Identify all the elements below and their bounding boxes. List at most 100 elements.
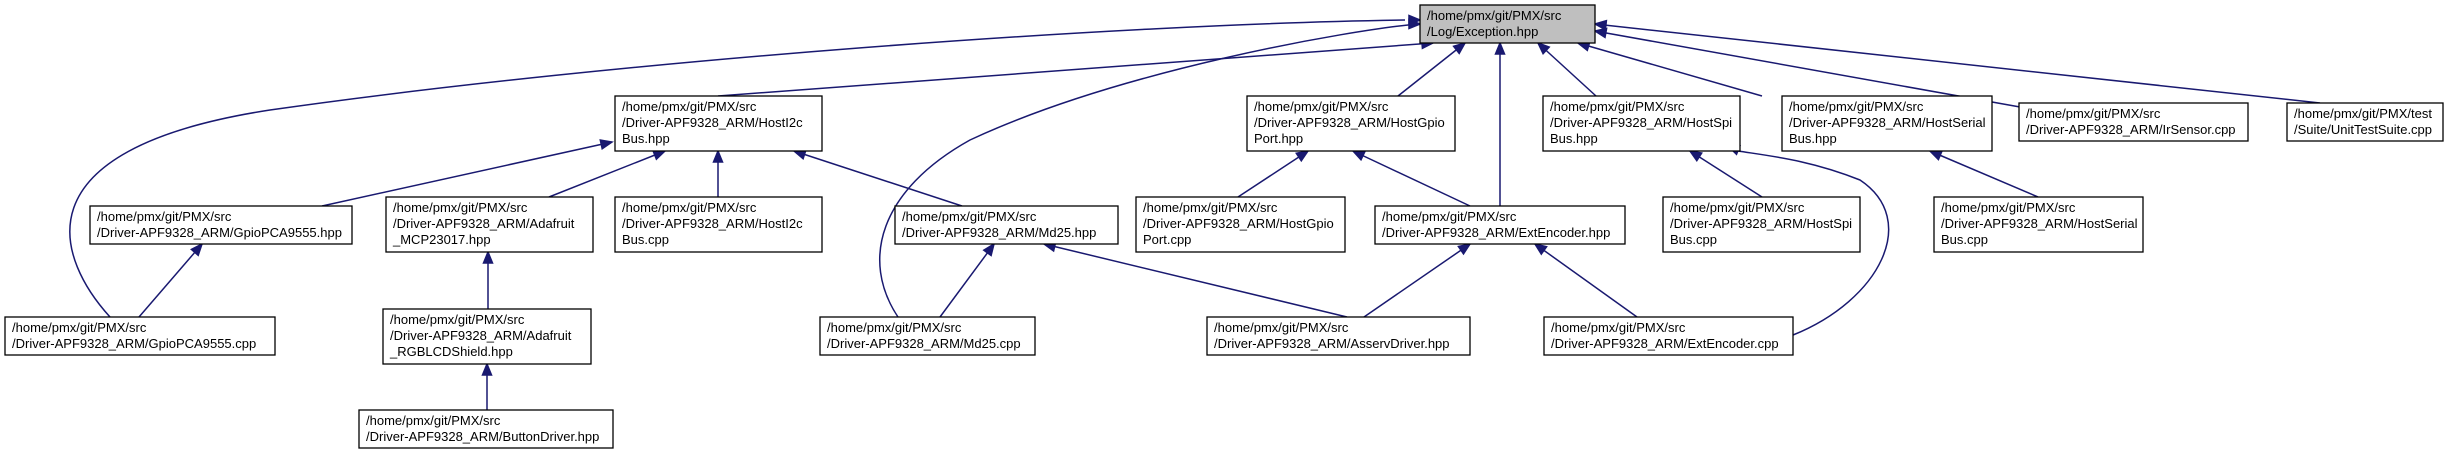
node-extencoder-cpp[interactable]: /home/pmx/git/PMX/src/Driver-APF9328_ARM…	[1543, 316, 1794, 356]
node-box	[1543, 316, 1794, 356]
node-adafruit-mcp-hpp[interactable]: /home/pmx/git/PMX/src/Driver-APF9328_ARM…	[385, 196, 594, 253]
node-label-line: /Suite/UnitTestSuite.cpp	[2294, 122, 2432, 137]
edge-gpiopca9555_cpp-to-exception	[69, 14, 1422, 318]
arrowhead	[1593, 19, 1608, 31]
node-label-line: /Driver-APF9328_ARM/GpioPCA9555.hpp	[97, 225, 342, 240]
node-box	[1542, 95, 1741, 152]
node-box	[358, 409, 614, 449]
arrowhead	[1494, 41, 1506, 55]
edge-line	[1737, 150, 1890, 336]
node-label-line: /home/pmx/git/PMX/src	[390, 312, 525, 327]
edge-line	[793, 150, 963, 207]
node-label-line: /home/pmx/git/PMX/src	[2026, 106, 2161, 121]
edge-unittestsuite_cpp-to-exception	[1593, 19, 2321, 104]
node-label-line: /home/pmx/git/PMX/src	[827, 320, 962, 335]
node-box	[89, 205, 353, 245]
node-label-line: /Driver-APF9328_ARM/ButtonDriver.hpp	[366, 429, 599, 444]
node-md25-cpp[interactable]: /home/pmx/git/PMX/src/Driver-APF9328_ARM…	[819, 316, 1036, 356]
edge-buttondriver_hpp-to-adafruit_rgb_hpp	[481, 362, 493, 410]
edge-line	[878, 23, 1419, 318]
node-hostgpio-hpp[interactable]: /home/pmx/git/PMX/src/Driver-APF9328_ARM…	[1246, 95, 1456, 152]
arrowhead	[1688, 149, 1703, 163]
node-label-line: /Driver-APF9328_ARM/Adafruit	[393, 216, 575, 231]
edge-md25_cpp-to-md25_hpp	[939, 242, 996, 318]
node-label-line: /Driver-APF9328_ARM/Adafruit	[390, 328, 572, 343]
node-label-line: /home/pmx/git/PMX/test	[2294, 106, 2432, 121]
arrowhead	[1351, 150, 1367, 162]
node-box	[1662, 196, 1861, 253]
node-hostspi-cpp[interactable]: /home/pmx/git/PMX/src/Driver-APF9328_ARM…	[1662, 196, 1861, 253]
arrowhead	[651, 150, 667, 161]
arrowhead	[481, 362, 493, 376]
node-md25-hpp[interactable]: /home/pmx/git/PMX/src/Driver-APF9328_ARM…	[894, 205, 1119, 245]
edge-line	[1594, 30, 2021, 108]
edge-md25_cpp-to-exception	[878, 18, 1422, 318]
node-extencoder-hpp[interactable]: /home/pmx/git/PMX/src/Driver-APF9328_ARM…	[1374, 205, 1626, 245]
node-label-line: Bus.cpp	[1670, 232, 1717, 247]
node-label-line: /Driver-APF9328_ARM/HostGpio	[1143, 216, 1334, 231]
edge-gpiopca9555_cpp-to-gpiopca9555_hpp	[138, 242, 204, 318]
node-label-line: Bus.cpp	[1941, 232, 1988, 247]
node-label-line: /Driver-APF9328_ARM/HostI2c	[622, 115, 803, 130]
node-gpiopca9555-cpp[interactable]: /home/pmx/git/PMX/src/Driver-APF9328_ARM…	[4, 316, 276, 356]
node-hostserial-cpp[interactable]: /home/pmx/git/PMX/src/Driver-APF9328_ARM…	[1933, 196, 2144, 253]
arrowhead	[982, 242, 996, 257]
node-hosti2c-hpp[interactable]: /home/pmx/git/PMX/src/Driver-APF9328_ARM…	[614, 95, 823, 152]
node-label-line: /home/pmx/git/PMX/src	[1214, 320, 1349, 335]
edge-line	[548, 150, 666, 198]
node-unittestsuite-cpp[interactable]: /home/pmx/git/PMX/test/Suite/UnitTestSui…	[2286, 102, 2444, 142]
node-label-line: /home/pmx/git/PMX/src	[1427, 8, 1562, 23]
node-box	[385, 196, 594, 253]
node-box	[1374, 205, 1626, 245]
node-label-line: /Driver-APF9328_ARM/HostI2c	[622, 216, 803, 231]
node-box	[894, 205, 1119, 245]
node-gpiopca9555-hpp[interactable]: /home/pmx/git/PMX/src/Driver-APF9328_ARM…	[89, 205, 353, 245]
arrowhead	[1533, 242, 1548, 256]
edge-hostgpio_cpp-to-hostgpio_hpp	[1237, 149, 1310, 198]
edge-extencoder_hpp-to-hostgpio_hpp	[1351, 150, 1471, 207]
edge-line	[1594, 23, 2321, 104]
edge-adafruit_rgb_hpp-to-adafruit_mcp_hpp	[482, 250, 494, 309]
node-box	[819, 316, 1036, 356]
edge-line	[1397, 42, 1466, 97]
edge-line	[1689, 150, 1763, 198]
node-irsensor-cpp[interactable]: /home/pmx/git/PMX/src/Driver-APF9328_ARM…	[2018, 102, 2249, 142]
edge-gpiopca9555_hpp-to-hosti2c_hpp	[321, 139, 614, 207]
node-label-line: /Driver-APF9328_ARM/GpioPCA9555.cpp	[12, 336, 256, 351]
node-hosti2c-cpp[interactable]: /home/pmx/git/PMX/src/Driver-APF9328_ARM…	[614, 196, 823, 253]
node-label-line: /home/pmx/git/PMX/src	[1789, 99, 1924, 114]
node-label-line: Port.hpp	[1254, 131, 1303, 146]
node-label-line: /home/pmx/git/PMX/src	[393, 200, 528, 215]
node-label-line: /home/pmx/git/PMX/src	[12, 320, 147, 335]
node-label-line: /home/pmx/git/PMX/src	[1382, 209, 1517, 224]
arrowhead	[1457, 242, 1472, 256]
node-label-line: /home/pmx/git/PMX/src	[366, 413, 501, 428]
node-label-line: /Driver-APF9328_ARM/ExtEncoder.hpp	[1382, 225, 1610, 240]
node-box	[1781, 95, 1993, 152]
node-exception[interactable]: /home/pmx/git/PMX/src/Log/Exception.hpp	[1419, 4, 1596, 44]
node-label-line: /Log/Exception.hpp	[1427, 24, 1538, 39]
node-buttondriver-hpp[interactable]: /home/pmx/git/PMX/src/Driver-APF9328_ARM…	[358, 409, 614, 449]
node-label-line: /Driver-APF9328_ARM/HostGpio	[1254, 115, 1445, 130]
edge-asservdriver_hpp-to-extencoder_hpp	[1363, 242, 1472, 318]
node-hostserial-hpp[interactable]: /home/pmx/git/PMX/src/Driver-APF9328_ARM…	[1781, 95, 1993, 152]
node-adafruit-rgb-hpp[interactable]: /home/pmx/git/PMX/src/Driver-APF9328_ARM…	[382, 308, 592, 365]
edges-layer	[69, 14, 2321, 410]
node-label-line: /Driver-APF9328_ARM/IrSensor.cpp	[2026, 122, 2236, 137]
edge-hostspi_cpp-to-hostspi_hpp	[1688, 149, 1763, 198]
node-hostspi-hpp[interactable]: /home/pmx/git/PMX/src/Driver-APF9328_ARM…	[1542, 95, 1741, 152]
node-box	[1419, 4, 1596, 44]
node-label-line: /home/pmx/git/PMX/src	[1551, 320, 1686, 335]
edge-hostserial_cpp-to-hostserial_hpp	[1928, 150, 2039, 198]
arrowhead	[712, 149, 724, 163]
node-box	[382, 308, 592, 365]
node-label-line: /home/pmx/git/PMX/src	[622, 99, 757, 114]
node-box	[1246, 95, 1456, 152]
edge-extencoder_cpp-to-extencoder_hpp	[1533, 242, 1638, 318]
node-label-line: /home/pmx/git/PMX/src	[622, 200, 757, 215]
node-asservdriver-hpp[interactable]: /home/pmx/git/PMX/src/Driver-APF9328_ARM…	[1206, 316, 1471, 356]
arrowhead	[1295, 149, 1310, 163]
node-hostgpio-cpp[interactable]: /home/pmx/git/PMX/src/Driver-APF9328_ARM…	[1135, 196, 1346, 253]
node-label-line: /Driver-APF9328_ARM/HostSerial	[1941, 216, 2138, 231]
